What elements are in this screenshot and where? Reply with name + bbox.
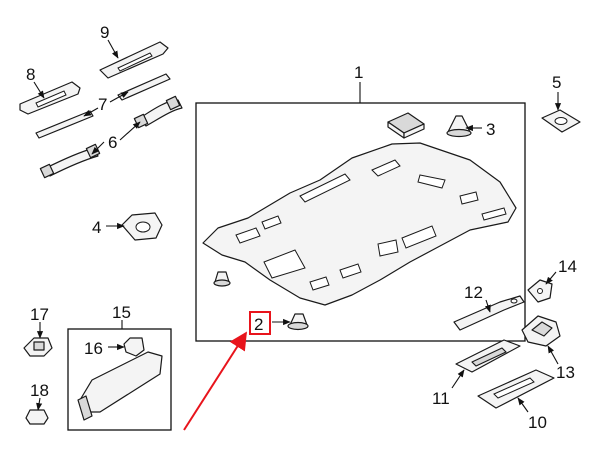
part-pad[interactable] (387, 112, 425, 139)
callout-6: 6 (108, 133, 117, 152)
part-clip-left[interactable] (213, 271, 231, 287)
part-headliner[interactable] (202, 142, 517, 306)
callout-3: 3 (486, 120, 495, 139)
highlight-arrow (183, 331, 247, 431)
callout-17: 17 (30, 305, 49, 324)
callout-11: 11 (432, 389, 450, 408)
leader-14 (545, 271, 557, 285)
callout-14: 14 (558, 257, 577, 276)
leader-12 (484, 299, 491, 313)
callout-1: 1 (354, 63, 363, 82)
callout-8: 8 (26, 65, 35, 84)
part-bracket-5[interactable] (541, 109, 581, 133)
callout-5: 5 (552, 73, 561, 92)
part-sunvisor[interactable] (77, 351, 163, 421)
part-clip-3[interactable] (446, 115, 472, 138)
leader-13 (547, 345, 559, 365)
part-lamp-13[interactable] (521, 315, 561, 347)
part-bracket-14[interactable] (527, 279, 553, 303)
callout-12: 12 (464, 283, 483, 302)
callout-15: 15 (112, 303, 131, 322)
leader-7a (109, 91, 129, 103)
leader-9 (107, 39, 119, 59)
callout-2: 2 (254, 315, 263, 334)
highlight-box (249, 311, 271, 335)
part-bracket-8[interactable] (19, 81, 81, 115)
sunvisor-frame (67, 328, 172, 431)
leader-8 (33, 81, 45, 99)
leader-6b (91, 141, 105, 155)
callout-16: 16 (84, 339, 103, 358)
part-bracket-12[interactable] (453, 295, 525, 331)
part-bracket-4[interactable] (121, 212, 163, 241)
part-clip-18[interactable] (25, 409, 49, 425)
part-lens-11[interactable] (455, 339, 521, 373)
leader-10 (517, 397, 529, 413)
callout-10: 10 (528, 413, 547, 432)
part-housing-10[interactable] (477, 369, 555, 409)
part-handle-6[interactable] (39, 95, 183, 179)
callout-13: 13 (556, 363, 575, 382)
part-hook-17[interactable] (23, 337, 53, 357)
callout-9: 9 (100, 23, 109, 42)
part-plate-9[interactable] (99, 41, 169, 79)
callout-18: 18 (30, 381, 49, 400)
part-clip-2[interactable] (287, 313, 309, 331)
part-clip-16[interactable] (123, 337, 145, 357)
callout-7: 7 (98, 95, 107, 114)
leader-18 (36, 397, 43, 411)
leader-7b (83, 107, 99, 117)
callout-4: 4 (92, 218, 101, 237)
part-bar-7[interactable] (35, 73, 171, 139)
leader-6 (119, 121, 141, 141)
leader-11 (451, 369, 465, 389)
